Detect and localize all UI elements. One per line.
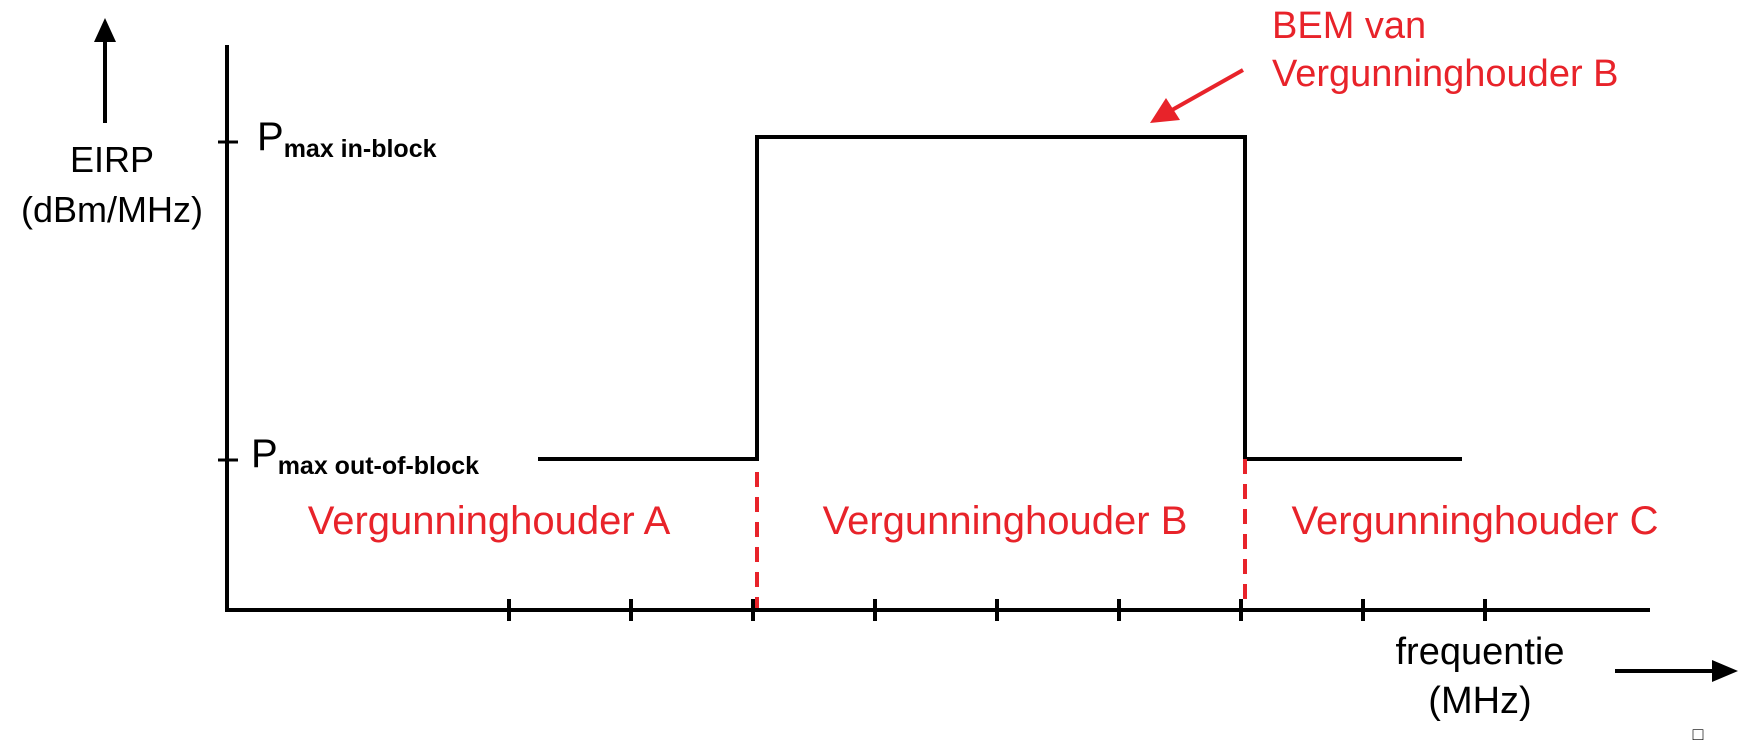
block-label-a: Vergunninghouder A <box>308 499 671 543</box>
y-axis-label-line2: (dBm/MHz) <box>21 189 203 230</box>
y-axis-arrow <box>94 18 116 123</box>
x-axis-label-line2: (MHz) <box>1428 680 1531 722</box>
level-label-out-of-block: Pmax out-of-block <box>251 432 479 480</box>
bem-mask-line <box>538 135 1462 461</box>
x-axis-label-line1: frequentie <box>1395 631 1564 673</box>
annotation-arrow <box>1150 68 1244 123</box>
block-label-c: Vergunninghouder C <box>1292 499 1659 543</box>
annotation-line2: Vergunninghouder B <box>1272 53 1619 95</box>
level-out-of-block-subscript: max out-of-block <box>278 452 479 480</box>
level-in-block-subscript: max in-block <box>284 135 437 163</box>
level-in-block-base: P <box>257 115 284 159</box>
level-out-of-block-base: P <box>251 432 278 476</box>
x-axis-arrow <box>1615 660 1738 682</box>
corner-mark: □ <box>1693 724 1704 744</box>
block-label-b: Vergunninghouder B <box>823 499 1188 543</box>
annotation-line1: BEM van <box>1272 5 1426 47</box>
level-label-in-block: Pmax in-block <box>257 115 437 163</box>
y-axis-label-line1: EIRP <box>70 139 154 180</box>
x-axis-ticks <box>507 599 1487 621</box>
